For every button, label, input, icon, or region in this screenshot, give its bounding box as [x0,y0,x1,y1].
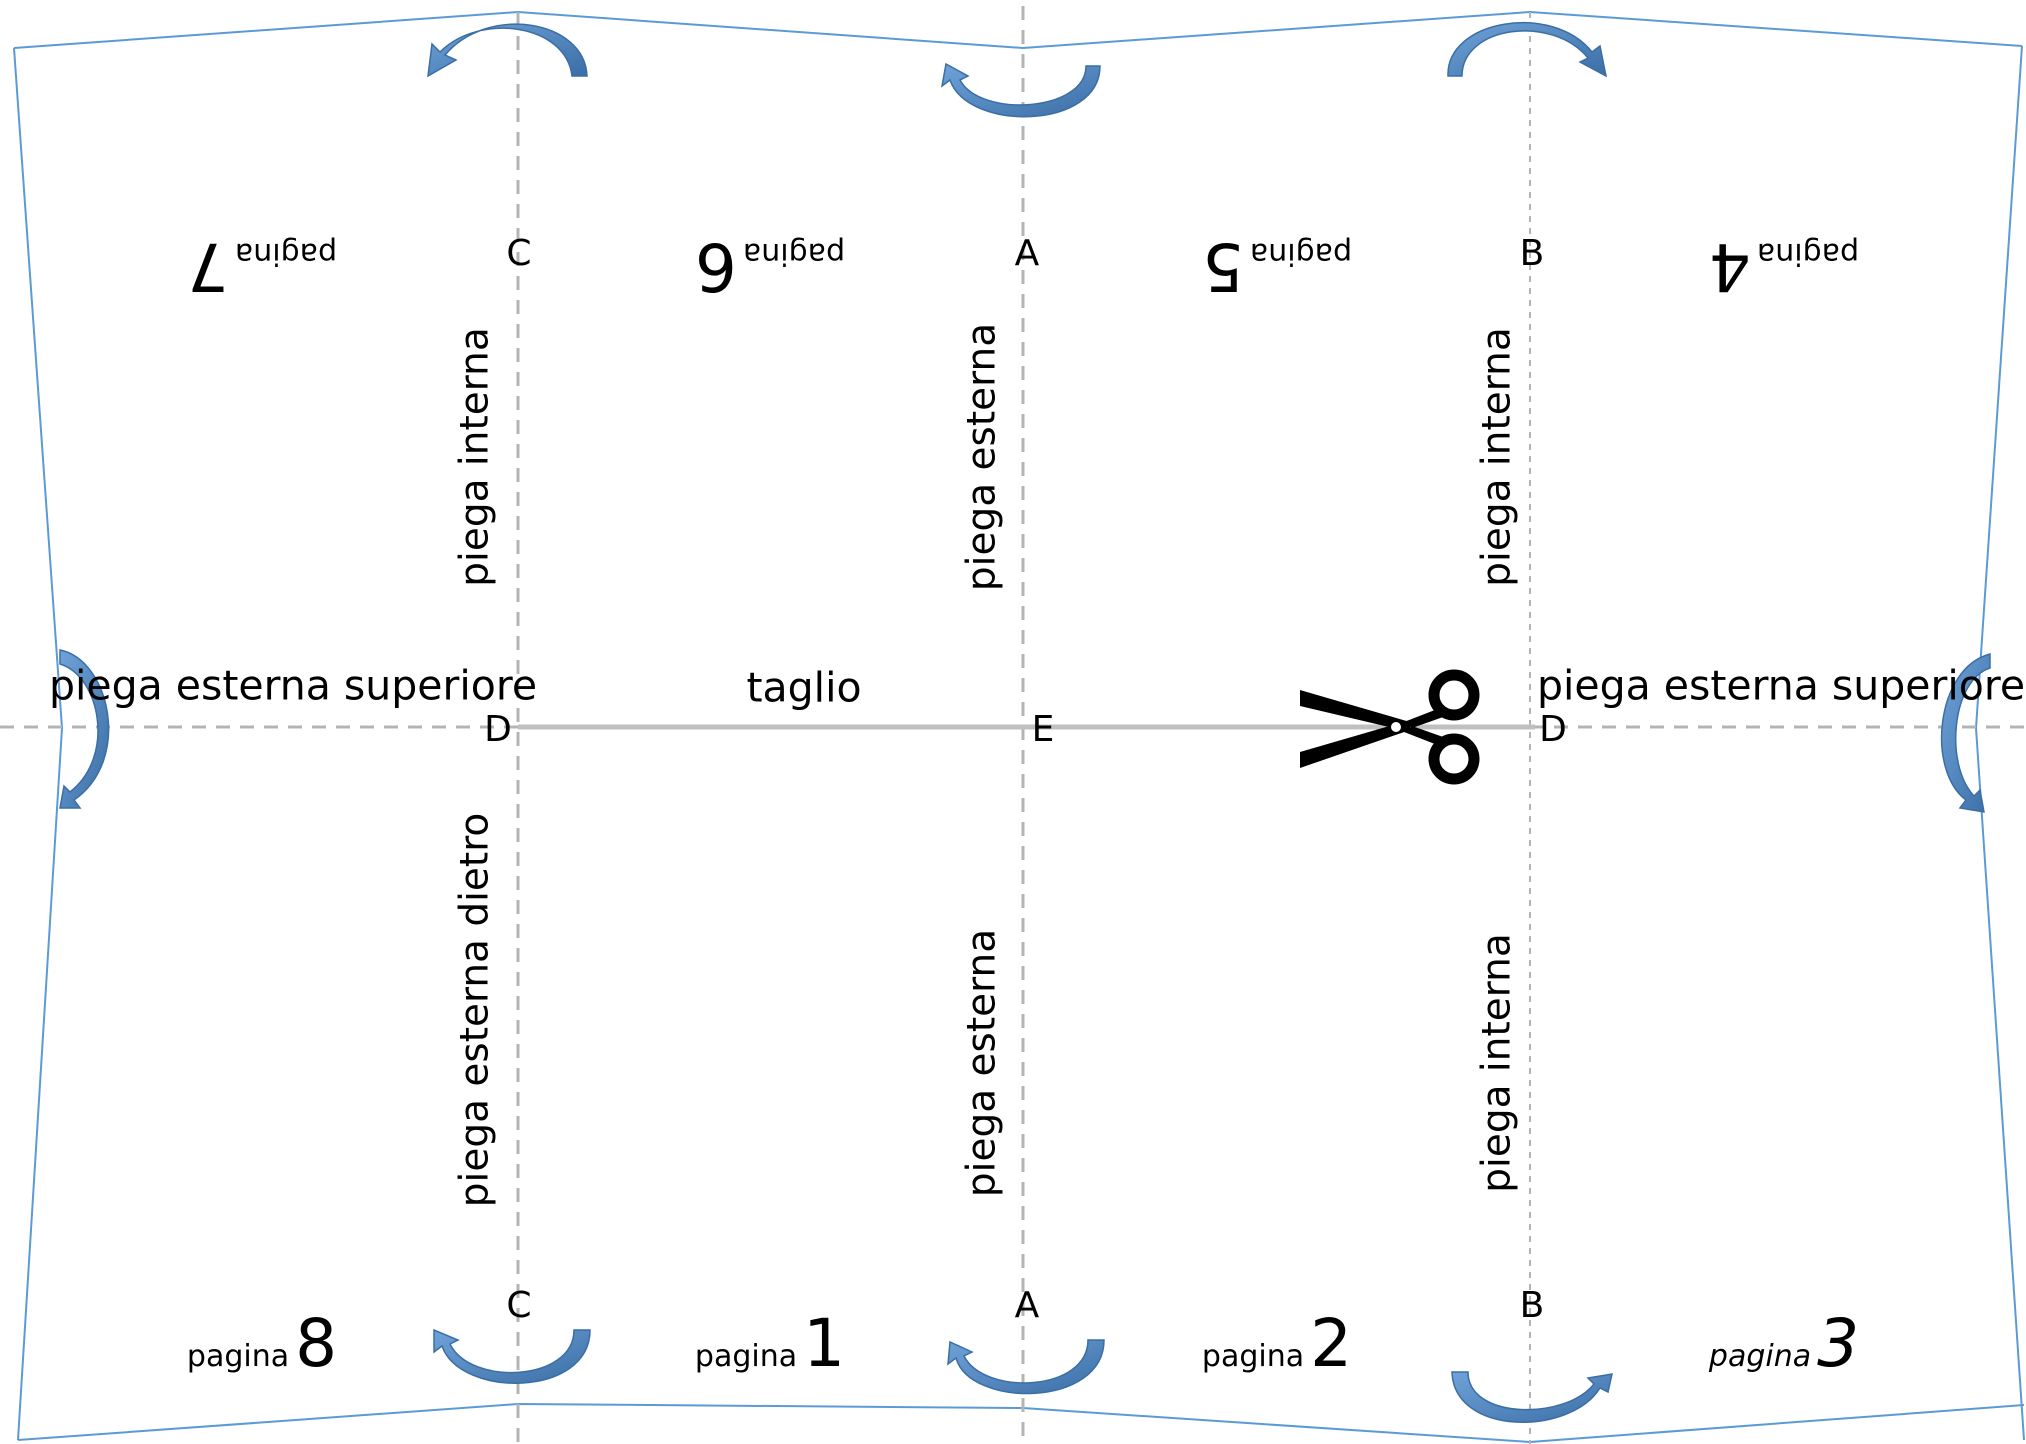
page-label-6: pagina6 [694,228,846,305]
label-d-right: D [1539,709,1567,750]
fold-label-outer-back-c: piega esterna dietro [452,812,498,1208]
curved-arrow-icon [427,23,588,78]
page-label-3: pagina3 [1708,1305,1860,1382]
page-label-7: pagina7 [186,228,338,305]
fold-label-outer-top-left: piega esterna superiore [48,661,538,710]
page-label-8: pagina8 [186,1305,338,1382]
page-label-2: pagina2 [1201,1305,1353,1382]
curved-arrow-icon [59,649,110,809]
fold-label-outer-top-right: piega esterna superiore [1536,661,2026,710]
label-d-left: D [484,709,512,750]
curved-arrow-icon [940,62,1101,118]
fold-label-outer-a-top: piega esterna [959,322,1005,592]
label-c-top: C [506,233,532,274]
fold-arrows [59,22,1991,1423]
fold-label-inner-c-top: piega interna [452,327,498,587]
fold-label-inner-b-top: piega interna [1474,327,1520,587]
label-e: E [1031,709,1055,750]
curved-arrow-icon [1451,1371,1613,1423]
page-label-5: pagina5 [1201,228,1353,305]
cut-label: taglio [746,663,862,712]
curved-arrow-icon [1447,22,1608,78]
scissors-icon [1300,669,1480,785]
curved-arrow-icon [947,1339,1105,1395]
label-c-bottom: C [506,1285,532,1326]
page-label-4: pagina4 [1708,228,1860,305]
label-a-top: A [1014,233,1040,274]
curved-arrow-icon [1940,653,1991,813]
label-b-top: B [1519,233,1545,274]
page-label-1: pagina1 [694,1305,846,1382]
fold-label-inner-b-bottom: piega interna [1474,933,1520,1193]
fold-label-outer-a-bottom: piega esterna [959,928,1005,1198]
label-b-bottom: B [1519,1285,1545,1326]
label-a-bottom: A [1014,1285,1040,1326]
curved-arrow-icon [433,1328,591,1384]
